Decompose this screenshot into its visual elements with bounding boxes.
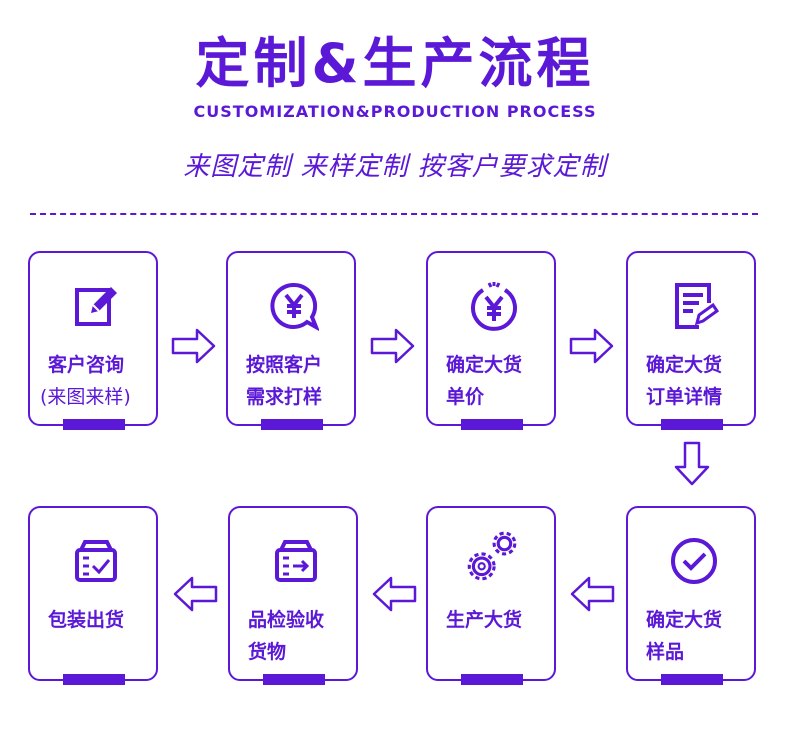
step-card-7: 品检验收 货物: [228, 506, 358, 685]
step-card-3: 确定大货 单价: [426, 251, 556, 430]
card-accent-bar: [461, 419, 523, 430]
card-accent-bar: [461, 674, 523, 685]
step-card-6: 生产大货: [426, 506, 556, 685]
card-accent-bar: [661, 674, 723, 685]
tagline: 来图定制 来样定制 按客户要求定制: [183, 152, 607, 182]
step-card-5: 确定大货 样品: [626, 506, 756, 685]
right-arrow-icon: [370, 328, 415, 364]
right-arrow-icon: [569, 328, 614, 364]
step-label: 生产大货: [446, 609, 523, 631]
edit-icon: [75, 287, 117, 326]
card-accent-bar: [63, 674, 125, 685]
step-card-1: 客户咨询 (来图来样): [28, 251, 158, 430]
left-arrow-icon: [372, 576, 417, 612]
right-arrow-icon: [171, 328, 216, 364]
step-label: 包装出货: [48, 609, 125, 631]
yen-chat-icon: [270, 282, 319, 331]
step-label: 按照客户 需求打样: [246, 354, 323, 408]
box-arrow-icon: [275, 540, 317, 582]
yen-circle-icon: [471, 282, 517, 331]
step-label: 确定大货 样品: [646, 609, 723, 663]
card-accent-bar: [63, 419, 125, 430]
page-subtitle: CUSTOMIZATION&PRODUCTION PROCESS: [193, 102, 597, 121]
step-card-4: 确定大货 订单详情: [626, 251, 756, 430]
card-accent-bar: [661, 419, 723, 430]
card-accent-bar: [263, 674, 325, 685]
check-circle-icon: [671, 538, 717, 584]
step-label: 确定大货 单价: [446, 354, 523, 408]
gears-icon: [467, 531, 517, 581]
step-card-8: 包装出货: [28, 506, 158, 685]
step-card-2: 按照客户 需求打样: [226, 251, 356, 430]
card-accent-bar: [261, 419, 323, 430]
step-label: 确定大货 订单详情: [646, 354, 723, 408]
dashed-divider: [30, 213, 758, 215]
order-form-icon: [675, 283, 719, 329]
box-check-icon: [75, 540, 117, 582]
left-arrow-icon: [570, 576, 615, 612]
step-label: 客户咨询 (来图来样): [40, 354, 131, 408]
left-arrow-icon: [173, 576, 218, 612]
down-arrow-icon: [674, 441, 710, 486]
page-title: 定制&生产流程: [195, 32, 595, 95]
step-label: 品检验收 货物: [248, 609, 325, 663]
